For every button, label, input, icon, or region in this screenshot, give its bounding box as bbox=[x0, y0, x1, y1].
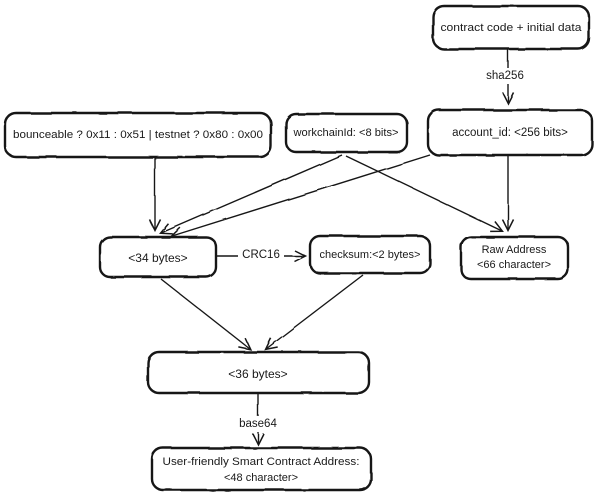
node-account-id-box bbox=[426, 108, 594, 157]
node-workchain-id-box bbox=[284, 112, 409, 154]
node-contract-code-box bbox=[431, 4, 591, 51]
base64-label-mask bbox=[234, 416, 282, 432]
edge-checksum-to-36-bytes bbox=[264, 274, 364, 351]
edge-label-sha256: sha256 bbox=[486, 70, 524, 82]
node-workchain-id-label: workchainId: <8 bits> bbox=[292, 127, 398, 139]
node-raw-address-label-line2: <66 character> bbox=[477, 259, 551, 271]
node-contract-code-label: contract code + initial data bbox=[441, 22, 583, 34]
node-user-friendly-label-line1: User-friendly Smart Contract Address: bbox=[163, 456, 360, 468]
edge-workchain-to-34-bytes bbox=[159, 154, 343, 235]
node-34-bytes-label: <34 bytes> bbox=[128, 251, 187, 265]
node-checksum-box bbox=[308, 234, 432, 275]
node-bounceable-flags-box bbox=[3, 111, 273, 159]
node-account-id-label: account_id: <256 bits> bbox=[452, 127, 568, 139]
node-raw-address-box bbox=[459, 235, 570, 281]
edge-label-crc16: CRC16 bbox=[242, 249, 280, 261]
node-34-bytes-box bbox=[98, 235, 218, 279]
edge-account-id-to-34-bytes bbox=[169, 154, 431, 239]
node-raw-address-label-line1: Raw Address bbox=[482, 244, 547, 256]
edge-label-base64: base64 bbox=[239, 418, 277, 430]
node-checksum-label: checksum:<2 bytes> bbox=[320, 249, 421, 261]
node-36-bytes-box bbox=[146, 350, 371, 395]
node-36-bytes-label: <36 bytes> bbox=[228, 367, 287, 381]
edge-34-bytes-to-36-bytes bbox=[160, 278, 252, 351]
crc16-label-mask bbox=[238, 247, 284, 263]
node-user-friendly-label-line2: <48 character> bbox=[224, 472, 298, 484]
edge-workchain-to-raw-address bbox=[345, 155, 504, 233]
sha256-label-mask bbox=[481, 68, 529, 84]
node-user-friendly-box bbox=[150, 446, 373, 492]
node-bounceable-flags-label: bounceable ? 0x11 : 0x51 | testnet ? 0x8… bbox=[13, 129, 263, 141]
